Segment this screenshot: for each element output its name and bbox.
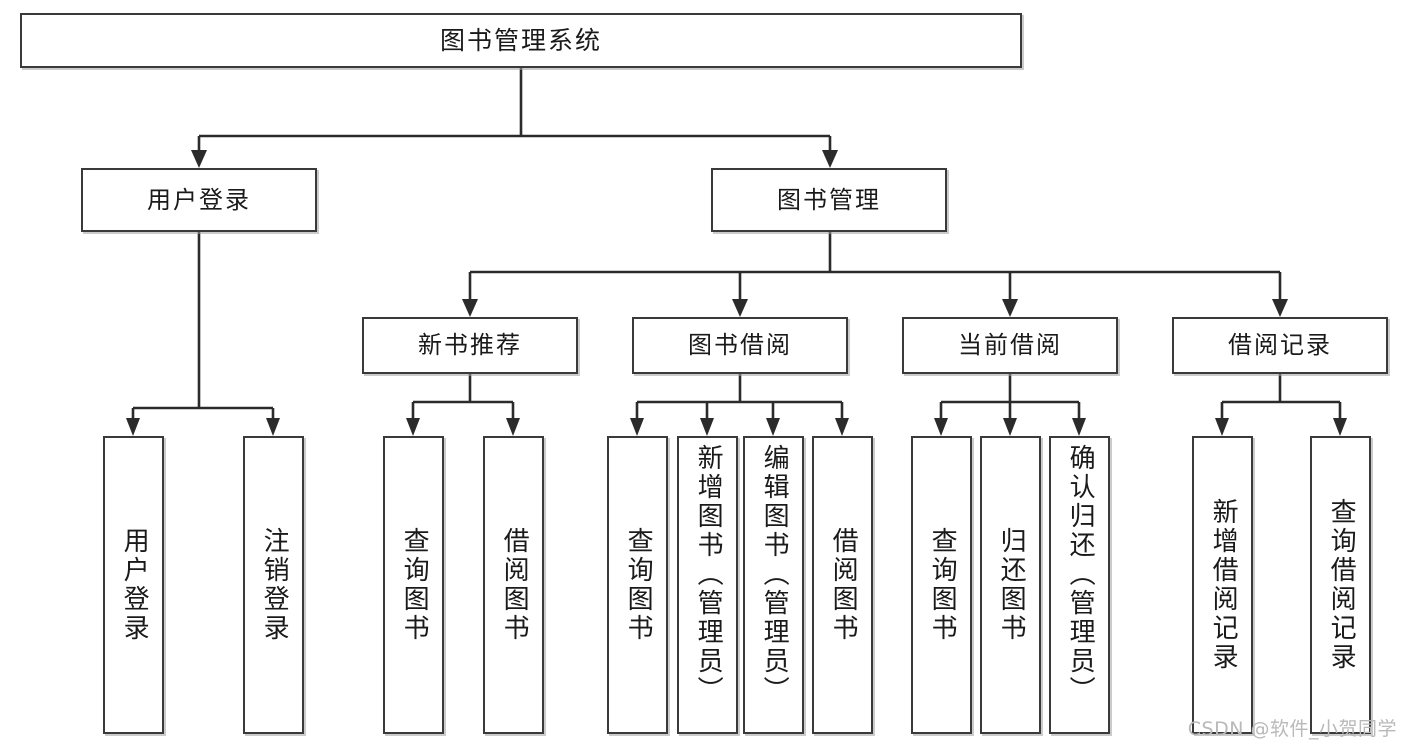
csdn-watermark: CSDN @软件_小贺同学 — [1187, 718, 1397, 740]
node-leaf-borrow-book-1[interactable]: 借阅图书 — [483, 436, 544, 734]
node-leaf-user-login-label: 用户登录 — [119, 527, 150, 643]
node-current-borrow[interactable]: 当前借阅 — [902, 317, 1118, 374]
node-leaf-return-book-label: 归还图书 — [996, 527, 1027, 643]
arrowhead-leaf-6 — [700, 418, 714, 436]
node-root-system-label: 图书管理系统 — [439, 25, 602, 55]
node-leaf-confirm-return[interactable]: 确认归还（管理员） — [1049, 436, 1110, 734]
node-leaf-query-book-2-label: 查询图书 — [623, 527, 654, 643]
arrowhead-leaf-9 — [934, 418, 948, 436]
node-leaf-edit-book[interactable]: 编辑图书（管理员） — [743, 436, 804, 734]
node-leaf-return-book[interactable]: 归还图书 — [980, 436, 1041, 734]
node-leaf-edit-book-label: 编辑图书（管理员） — [759, 444, 790, 705]
node-book-borrow-label: 图书借阅 — [688, 331, 792, 360]
node-book-borrow[interactable]: 图书借阅 — [632, 317, 848, 374]
node-leaf-borrow-book-1-label: 借阅图书 — [499, 527, 530, 643]
node-leaf-borrow-book-2[interactable]: 借阅图书 — [812, 436, 873, 734]
node-new-book-recommend-label: 新书推荐 — [418, 331, 522, 360]
arrowhead-current-borrow — [1002, 299, 1018, 317]
node-new-book-recommend[interactable]: 新书推荐 — [362, 317, 578, 374]
node-leaf-query-book-1-label: 查询图书 — [399, 527, 430, 643]
node-leaf-query-book-1[interactable]: 查询图书 — [383, 436, 444, 734]
node-leaf-borrow-book-2-label: 借阅图书 — [828, 527, 859, 643]
node-leaf-query-book-2[interactable]: 查询图书 — [607, 436, 668, 734]
node-leaf-query-book-3[interactable]: 查询图书 — [911, 436, 972, 734]
arrowhead-leaf-5 — [630, 418, 644, 436]
arrowhead-leaf-8 — [835, 418, 849, 436]
arrowhead-leaf-10 — [1003, 418, 1017, 436]
node-leaf-user-login[interactable]: 用户登录 — [103, 436, 164, 734]
arrowhead-leaf-12 — [1215, 418, 1229, 436]
node-leaf-confirm-return-label: 确认归还（管理员） — [1065, 444, 1096, 705]
node-leaf-query-record[interactable]: 查询借阅记录 — [1310, 436, 1371, 734]
node-borrow-record-label: 借阅记录 — [1228, 331, 1332, 360]
arrowhead-user-login — [191, 150, 207, 168]
node-leaf-logout-login-label: 注销登录 — [259, 527, 290, 643]
node-leaf-add-record[interactable]: 新增借阅记录 — [1192, 436, 1253, 734]
node-leaf-query-record-label: 查询借阅记录 — [1326, 498, 1357, 672]
arrowhead-leaf-11 — [1072, 418, 1086, 436]
node-book-manage-label: 图书管理 — [777, 185, 881, 214]
node-leaf-logout-login[interactable]: 注销登录 — [243, 436, 304, 734]
node-user-login-label: 用户登录 — [147, 185, 251, 214]
node-leaf-add-book-label: 新增图书（管理员） — [693, 444, 724, 705]
node-book-manage[interactable]: 图书管理 — [711, 168, 947, 232]
arrowhead-leaf-2 — [266, 418, 280, 436]
arrowhead-leaf-4 — [506, 418, 520, 436]
arrowhead-borrow-record — [1272, 299, 1288, 317]
arrowhead-leaf-13 — [1333, 418, 1347, 436]
node-leaf-add-book[interactable]: 新增图书（管理员） — [677, 436, 738, 734]
arrowhead-leaf-7 — [766, 418, 780, 436]
arrowhead-book-borrow — [732, 299, 748, 317]
arrowhead-new-book-recommend — [462, 299, 478, 317]
node-borrow-record[interactable]: 借阅记录 — [1172, 317, 1388, 374]
node-user-login[interactable]: 用户登录 — [81, 168, 317, 232]
arrowhead-leaf-1 — [126, 418, 140, 436]
node-leaf-query-book-3-label: 查询图书 — [927, 527, 958, 643]
node-root-system[interactable]: 图书管理系统 — [20, 13, 1022, 68]
arrowhead-leaf-3 — [406, 418, 420, 436]
node-leaf-add-record-label: 新增借阅记录 — [1208, 498, 1239, 672]
node-current-borrow-label: 当前借阅 — [958, 331, 1062, 360]
arrowhead-book-manage — [822, 150, 838, 168]
